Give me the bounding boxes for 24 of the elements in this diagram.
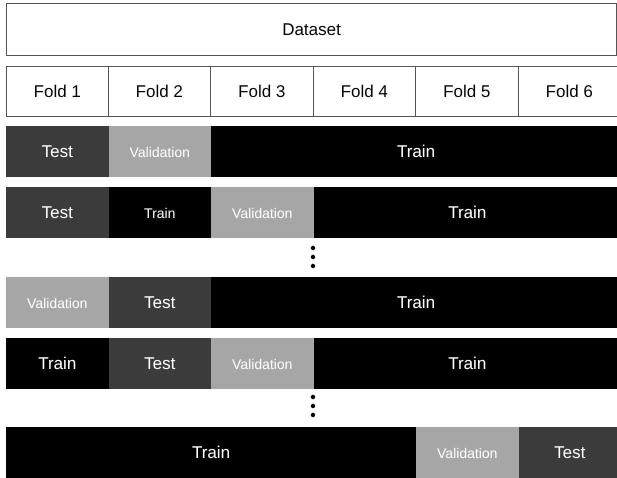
train-segment: Train	[6, 427, 416, 478]
train-segment: Train	[314, 187, 617, 238]
fold-box: Fold 6	[518, 66, 617, 117]
train-segment: Train	[6, 338, 108, 389]
validation-segment: Validation	[211, 338, 314, 389]
validation-segment: Validation	[108, 126, 211, 177]
test-segment: Test	[108, 338, 211, 389]
fold-box: Fold 2	[108, 66, 211, 117]
dataset-box: Dataset	[6, 3, 617, 56]
validation-segment: Validation	[211, 187, 314, 238]
test-segment: Test	[6, 187, 108, 238]
test-segment: Test	[108, 277, 211, 328]
train-segment: Train	[108, 187, 211, 238]
fold-box: Fold 3	[210, 66, 314, 117]
train-segment: Train	[211, 277, 617, 328]
fold-box: Fold 1	[6, 66, 108, 117]
train-segment: Train	[211, 126, 617, 177]
test-segment: Test	[6, 126, 108, 177]
validation-segment: Validation	[6, 277, 108, 328]
test-segment: Test	[518, 427, 617, 478]
train-segment: Train	[314, 338, 617, 389]
fold-box: Fold 4	[312, 66, 416, 117]
validation-segment: Validation	[416, 427, 518, 478]
fold-box: Fold 5	[415, 66, 518, 117]
